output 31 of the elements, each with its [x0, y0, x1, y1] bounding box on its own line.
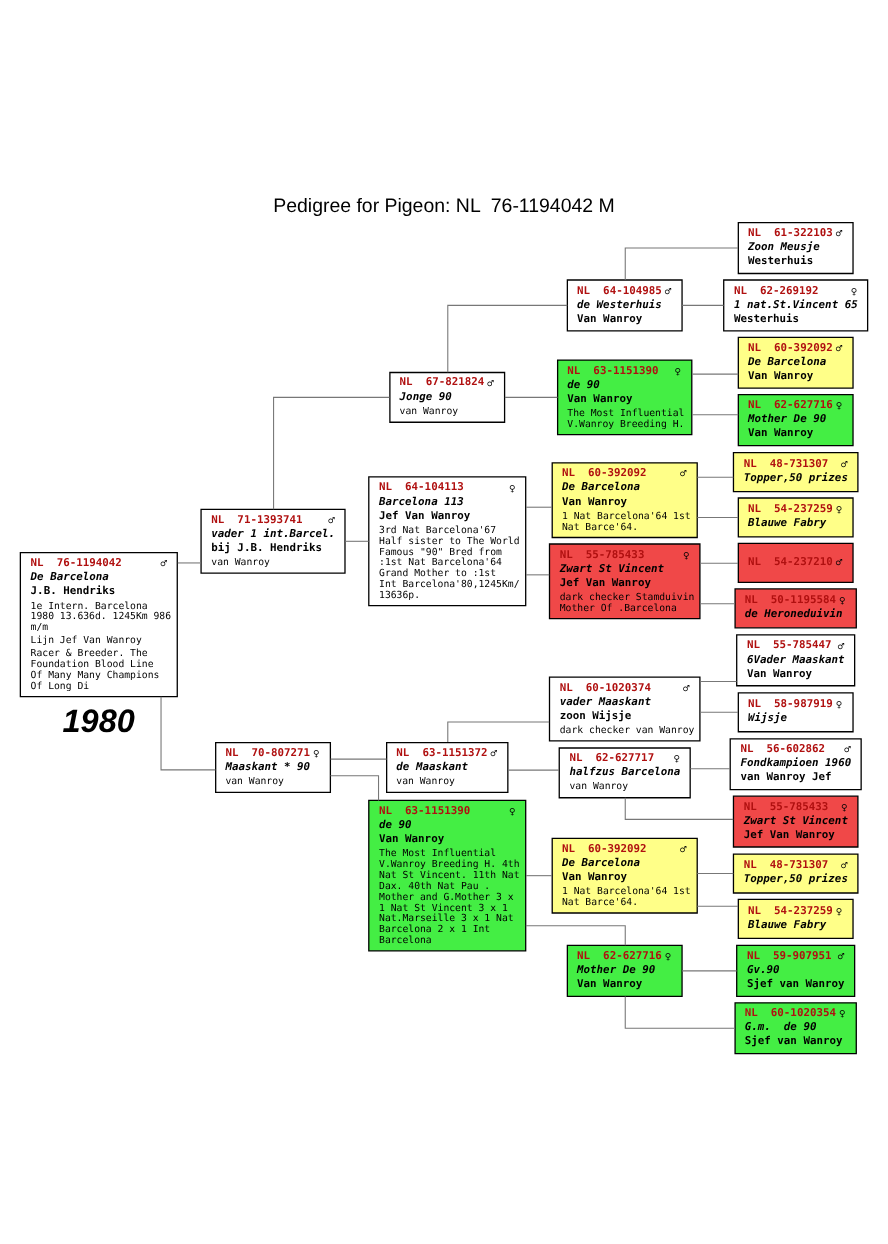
connector [699, 602, 736, 604]
connector [525, 874, 553, 876]
connector [329, 774, 380, 800]
connector [691, 413, 739, 415]
connector [699, 679, 738, 681]
diagram-title: Pedigree for Pigeon: NL 76-1194042 M [273, 195, 615, 218]
connector [699, 561, 739, 563]
connector [624, 246, 739, 280]
connector [344, 539, 370, 541]
connector [525, 505, 553, 507]
connector [696, 515, 739, 518]
connector [696, 475, 734, 477]
connector [507, 768, 560, 770]
connector [525, 573, 550, 575]
connector [624, 995, 736, 1028]
connector [447, 303, 568, 372]
label: 1980 [62, 703, 135, 740]
connector [681, 969, 738, 971]
connector [273, 395, 390, 509]
connector [504, 395, 559, 397]
connector [525, 924, 626, 945]
connector [330, 757, 388, 759]
connector [696, 871, 734, 874]
connector [624, 796, 734, 819]
connector [681, 303, 725, 305]
connector [691, 372, 739, 374]
connector [160, 695, 216, 770]
connector [699, 710, 739, 712]
connector [177, 561, 202, 563]
connector [696, 904, 739, 906]
connector [689, 767, 731, 769]
